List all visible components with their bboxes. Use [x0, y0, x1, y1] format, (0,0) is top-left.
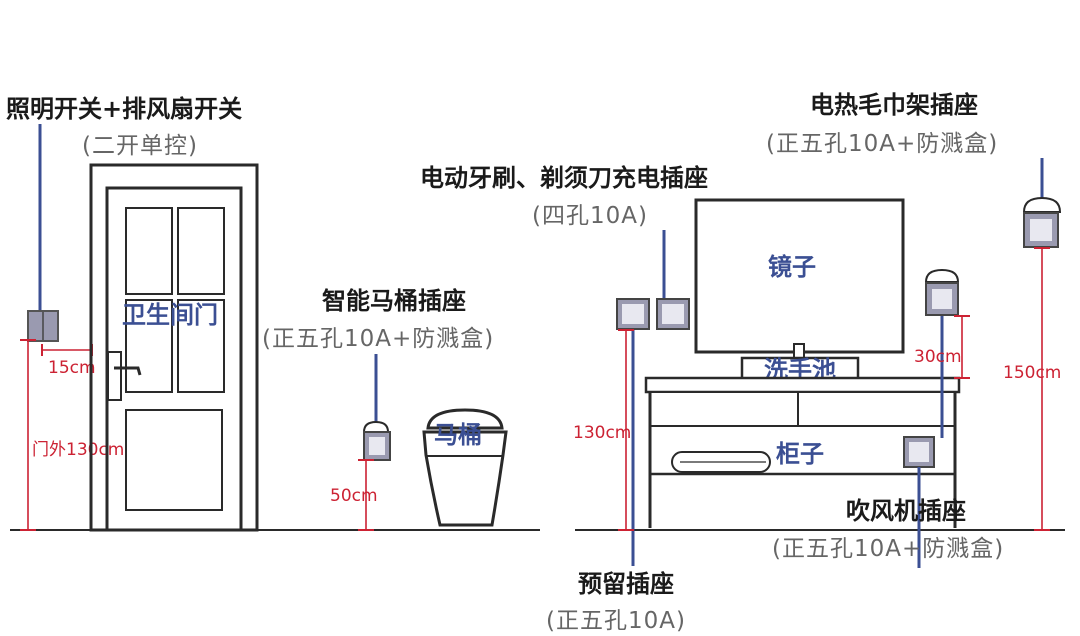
- smart-toilet-socket-title: 智能马桶插座: [322, 287, 466, 315]
- towel-rack-height-label: 150cm: [1003, 363, 1061, 383]
- door-handle: [114, 366, 142, 376]
- countertop: [644, 376, 961, 394]
- door-frame: [89, 163, 259, 532]
- toilet-splash-socket: [362, 420, 391, 461]
- door-label: 卫生间门: [122, 301, 218, 329]
- toothbrush-socket-face: [662, 304, 684, 324]
- cabinet-label: 柜子: [776, 440, 824, 468]
- mirror-socket-offset-label: 30cm: [914, 347, 962, 367]
- hair-dryer-socket-face: [909, 442, 929, 462]
- towel-rack-socket-group: 电热毛巾架插座 (正五孔10A+防溅盒): [766, 91, 1062, 248]
- hair-dryer-socket-group: 吹风机插座 (正五孔10A+防溅盒): [772, 436, 1004, 568]
- door-glass-panel-1: [125, 207, 173, 295]
- towel-rack-socket-sub: (正五孔10A+防溅盒): [766, 131, 998, 157]
- toothbrush-shaver-socket-group: 电动牙刷、剃须刀充电插座 (四孔10A): [420, 164, 708, 330]
- toilet-label: 马桶: [434, 421, 482, 449]
- reserved-socket-sub: (正五孔10A): [546, 608, 686, 634]
- toothbrush-shaver-socket-title: 电动牙刷、剃须刀充电插座: [420, 164, 708, 192]
- drawer-left: [649, 391, 799, 427]
- light-fan-switch-title: 照明开关+排风扇开关: [6, 95, 242, 123]
- door-glass-panel-4: [177, 299, 225, 393]
- towel-socket-face: [1030, 219, 1052, 241]
- light-fan-switch-group: 照明开关+排风扇开关 (二开单控): [6, 95, 242, 342]
- drawer-right: [797, 391, 956, 427]
- mirror: 镜子: [694, 198, 905, 354]
- toothbrush-shaver-socket-sub: (四孔10A): [532, 203, 648, 229]
- socket-face: [369, 437, 385, 455]
- socket-plate: [363, 431, 391, 461]
- reserved-socket-face: [622, 304, 644, 324]
- door-lower-panel: [125, 409, 223, 511]
- splash-cover: [362, 420, 390, 433]
- smart-toilet-socket-sub: (正五孔10A+防溅盒): [262, 326, 494, 352]
- towel-splash-cover: [1022, 196, 1062, 213]
- bathroom-door: 卫生间门: [89, 163, 259, 532]
- smart-toilet: 马桶: [422, 408, 508, 527]
- door-leaf: [105, 186, 243, 532]
- toilet-socket-height-label: 50cm: [330, 486, 378, 506]
- door-glass-panel-3: [125, 299, 173, 393]
- door-handle-plate: [107, 351, 122, 401]
- door-glass-panel-2: [177, 207, 225, 295]
- switch-offset-label: 15cm: [48, 358, 96, 378]
- mirror-socket-face: [932, 289, 952, 309]
- switch-height-label: 门外130cm: [32, 440, 124, 460]
- vanity: 洗手池 柜子: [644, 343, 961, 528]
- hair-dryer-socket-sub: (正五孔10A+防溅盒): [772, 536, 1004, 562]
- towel-rack-socket-title: 电热毛巾架插座: [810, 91, 978, 119]
- toilet-lid: [426, 408, 504, 430]
- smart-toilet-socket-group: 智能马桶插座 (正五孔10A+防溅盒): [262, 287, 494, 461]
- mirror-splash-cover: [924, 268, 960, 283]
- reserved-socket-height-label: 130cm: [573, 423, 631, 443]
- reserved-socket-title: 预留插座: [578, 570, 674, 598]
- mirror-side-splash-socket: [924, 268, 960, 438]
- mirror-label: 镜子: [768, 253, 816, 281]
- hair-dryer-socket-title: 吹风机插座: [846, 497, 966, 525]
- light-fan-switch-sub: (二开单控): [82, 133, 198, 159]
